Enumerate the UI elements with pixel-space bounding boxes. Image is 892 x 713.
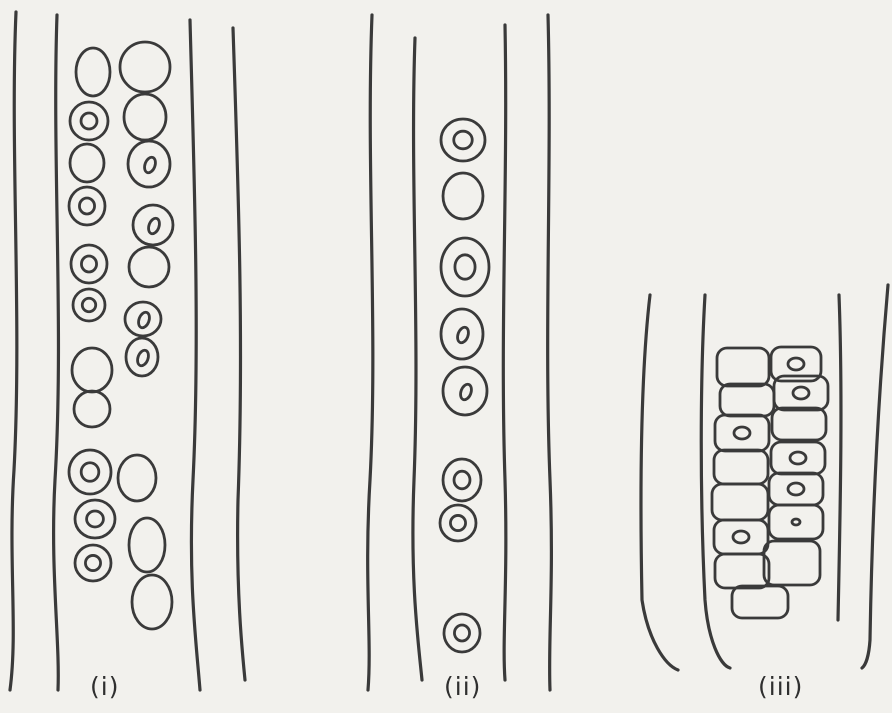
cell-nucleus [81, 113, 97, 129]
cell-nucleus [733, 531, 749, 543]
cell [74, 391, 110, 427]
cell [69, 187, 105, 225]
cell [132, 575, 172, 629]
tube-wall-line [838, 295, 841, 620]
cell-nucleus [85, 555, 100, 570]
cell [712, 484, 768, 520]
cell [75, 545, 111, 581]
cell [444, 614, 480, 652]
cell [764, 541, 820, 585]
cell-nucleus [459, 383, 474, 401]
cell [732, 586, 788, 618]
tube-wall-line [10, 12, 17, 690]
cell [125, 302, 161, 336]
cell [126, 338, 158, 376]
tube-wall-line [548, 15, 552, 690]
cell-nucleus [788, 358, 804, 370]
cell [769, 505, 823, 539]
cell [124, 94, 166, 140]
panel-iii-cells [712, 347, 828, 618]
cell-nucleus [456, 326, 471, 344]
cell [129, 247, 169, 287]
cell-nucleus [81, 463, 99, 481]
cell-nucleus [734, 427, 750, 439]
cell-nucleus [455, 255, 475, 279]
cell [120, 42, 170, 92]
tube-wall-line [641, 295, 678, 670]
cell [715, 554, 769, 588]
cell-nucleus [788, 483, 804, 495]
cell-nucleus [82, 298, 95, 311]
cell-nucleus [79, 198, 94, 214]
cell-nucleus [793, 387, 809, 399]
cell [70, 144, 104, 182]
cell [714, 520, 768, 554]
cell [769, 473, 823, 505]
cell [70, 102, 108, 140]
cell-nucleus [792, 519, 800, 525]
tube-wall-line [54, 15, 59, 690]
tube-wall-line [233, 28, 245, 680]
cell-nucleus [450, 515, 465, 530]
panel-i-cells [69, 42, 173, 629]
panel-label-iii: (iii) [758, 672, 803, 701]
cell [72, 348, 112, 392]
cell-nucleus [137, 311, 152, 329]
tube-wall-line [413, 38, 422, 680]
cell [443, 459, 481, 501]
cell [441, 119, 485, 161]
cell [440, 505, 476, 541]
cell [71, 245, 107, 283]
cell [715, 415, 769, 451]
cell [441, 309, 483, 359]
tube-wall-line [368, 15, 373, 690]
cell [443, 173, 483, 219]
tube-wall-line [862, 285, 888, 668]
cell [129, 518, 165, 572]
cell-nucleus [81, 256, 96, 272]
panel-label-i: (i) [90, 672, 119, 701]
cell-nucleus [790, 452, 806, 464]
cell-nucleus [147, 217, 162, 235]
panel-label-ii: (ii) [444, 672, 481, 701]
cell-nucleus [136, 349, 151, 367]
tube-wall-line [190, 20, 200, 690]
cell [443, 367, 487, 415]
cell [73, 289, 105, 321]
tube-wall-line [503, 25, 506, 680]
cell-nucleus [143, 156, 158, 174]
cell [128, 141, 170, 187]
cell [441, 238, 489, 296]
panel-ii-cells [440, 119, 489, 652]
cell [75, 500, 115, 538]
cell-nucleus [454, 471, 470, 489]
cell [771, 442, 825, 474]
cell [714, 450, 768, 484]
cell-nucleus [454, 131, 472, 149]
cell [133, 205, 173, 245]
cell [118, 455, 156, 501]
cell [717, 348, 769, 386]
cell [76, 48, 110, 96]
cell [772, 408, 826, 440]
cell [720, 384, 774, 416]
cell [69, 450, 111, 494]
cell-nucleus [87, 511, 104, 527]
cell-nucleus [454, 625, 469, 641]
